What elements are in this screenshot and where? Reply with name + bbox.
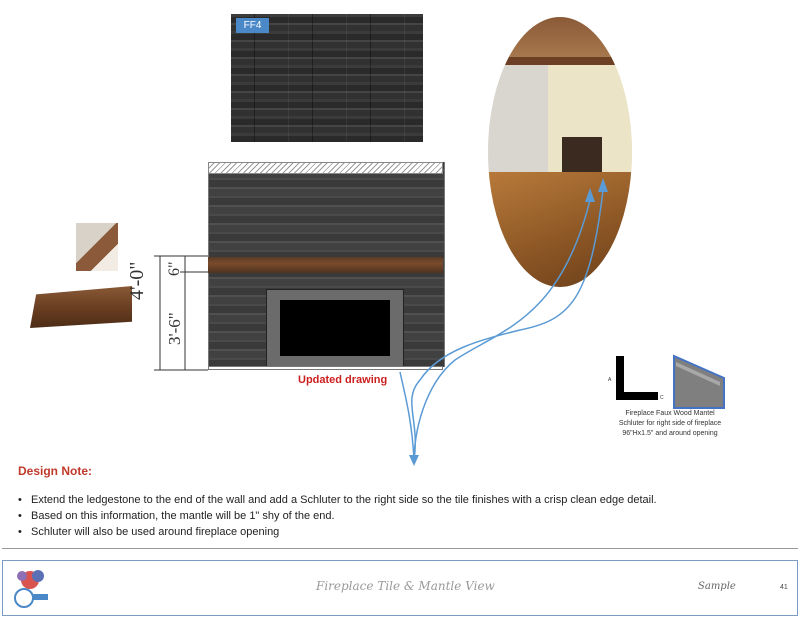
profile-caption: Fireplace Faux Wood Mantel Schluter for …	[590, 409, 750, 439]
caption-line-1: Fireplace Faux Wood Mantel	[625, 410, 715, 417]
mantle-beam-drawing	[208, 257, 443, 273]
profile-label-c: C	[660, 395, 664, 401]
profile-label-a: A	[608, 377, 612, 383]
dimension-lines	[154, 255, 208, 371]
design-note-title: Design Note:	[18, 464, 93, 478]
design-note-item: • Based on this information, the mantle …	[18, 510, 335, 522]
footer-sample-label: Sample	[698, 581, 736, 592]
swatch-tag: FF4	[236, 18, 269, 33]
footer-divider	[2, 548, 798, 549]
room-photo	[488, 17, 632, 287]
design-note-item: • Extend the ledgestone to the end of th…	[18, 494, 657, 506]
caption-line-2: Schluter for right side of fireplace	[618, 420, 722, 427]
ceiling-hatch	[208, 162, 443, 174]
firebox-opening	[280, 300, 390, 356]
footer-title: Fireplace Tile & Mantle View	[316, 579, 495, 593]
page-number: 41	[780, 584, 788, 591]
company-logo	[8, 564, 52, 612]
caption-line-3: 96"Hx1.5" and around opening	[622, 430, 718, 437]
design-note-list: • Extend the ledgestone to the end of th…	[18, 492, 657, 540]
stone-swatch-image	[231, 14, 423, 142]
hearth-line	[208, 366, 443, 370]
mantle-corner-photo	[76, 223, 118, 271]
footer-bar	[2, 560, 798, 616]
updated-drawing-label: Updated drawing	[298, 374, 388, 386]
schluter-profile-drawing	[616, 354, 725, 409]
design-note-item: • Schluter will also be used around fire…	[18, 526, 280, 538]
